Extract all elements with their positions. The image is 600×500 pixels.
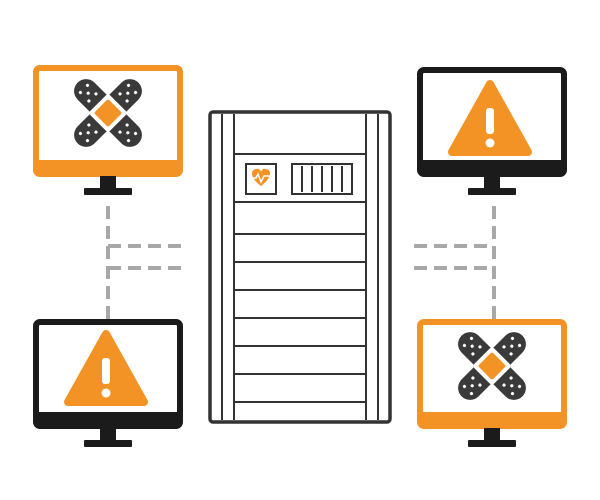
drive-bays <box>234 233 366 403</box>
connectors <box>106 206 496 322</box>
monitor-bottom-left <box>33 319 183 447</box>
server-rack <box>208 110 392 424</box>
vent-grille-icon <box>291 163 353 195</box>
warning-icon <box>68 334 144 402</box>
monitor-top-left <box>33 65 183 195</box>
bandage-icon <box>67 72 149 154</box>
monitor-bottom-right <box>417 319 567 447</box>
warning-icon <box>452 84 528 152</box>
monitor-top-right <box>417 67 567 195</box>
bandage-icon <box>451 325 533 407</box>
heartbeat-icon <box>245 163 277 195</box>
